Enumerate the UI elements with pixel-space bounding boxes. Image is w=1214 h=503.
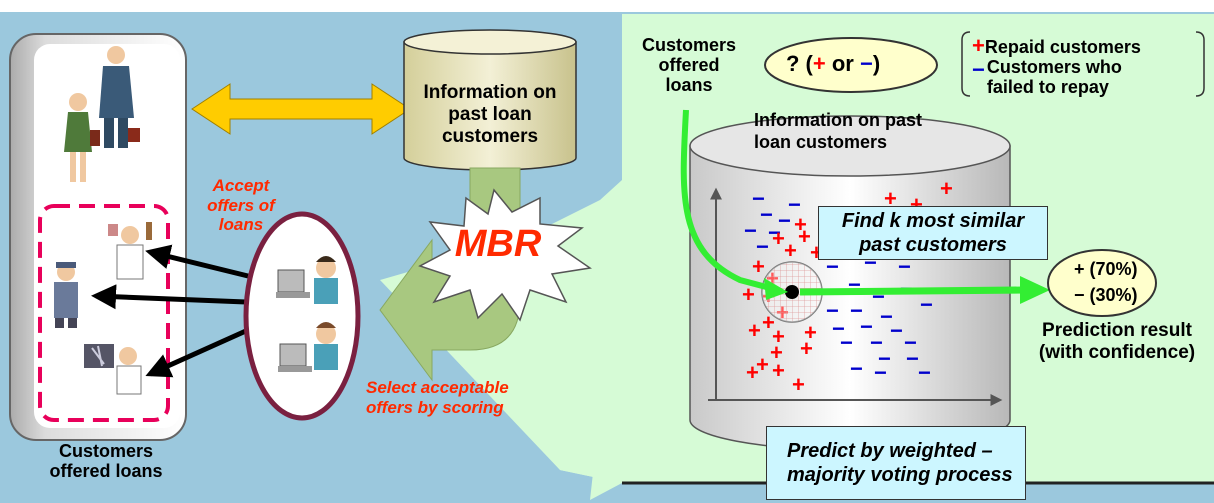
plus-mark: + (804, 320, 817, 345)
find-k-label: Find k most similar past customers (818, 206, 1048, 260)
query-minus: − (859, 51, 873, 76)
minus-mark: − (904, 330, 917, 355)
mbr-label: MBR (454, 223, 542, 265)
minus-mark: − (840, 330, 853, 355)
legend-minus-label: Customers who failed to repay (986, 57, 1122, 97)
legend-repaid: +Repaid customers (972, 33, 1202, 58)
legend-minus-symbol: − (972, 57, 985, 82)
minus-mark: − (744, 218, 757, 243)
minus-mark: − (878, 346, 891, 371)
plus-mark: + (784, 238, 797, 263)
minus-mark: − (752, 186, 765, 211)
plus-mark: + (884, 186, 897, 211)
db-label: Information on past loan customers (754, 110, 922, 152)
accepted-customers-box (38, 204, 170, 422)
query-close: ) (872, 51, 881, 76)
prediction-label: Prediction result (with confidence) (1038, 320, 1196, 363)
customers-offered-label: Customers offered loans (641, 35, 737, 95)
query-ellipse (764, 37, 938, 93)
minus-mark: − (918, 360, 931, 385)
plus-mark: + (772, 324, 785, 349)
minus-mark: − (906, 346, 919, 371)
minus-mark: − (760, 202, 773, 227)
minus-mark: − (788, 192, 801, 217)
prediction-ellipse (1047, 249, 1157, 317)
plus-mark: + (770, 340, 783, 365)
result-minus: − (30%) (1074, 285, 1138, 305)
chef-icon (108, 222, 152, 280)
prediction-arrow (799, 286, 1025, 296)
plus-mark: + (772, 358, 785, 383)
minus-mark: − (756, 234, 769, 259)
plus-mark: + (746, 360, 759, 385)
legend-plus-symbol: + (972, 33, 985, 58)
query-or: or (825, 51, 860, 76)
query-point (785, 285, 799, 299)
mechanic-icon (54, 262, 78, 328)
minus-mark: − (832, 316, 845, 341)
plus-mark: + (794, 212, 807, 237)
query-plus: + (812, 51, 826, 76)
minus-mark: − (874, 360, 887, 385)
minus-mark: − (826, 298, 839, 323)
plus-mark: + (748, 318, 761, 343)
past-loan-cylinder (403, 29, 577, 171)
left-customers-label: Customers offered loans (49, 441, 163, 481)
minus-mark: − (890, 318, 903, 343)
plus-mark: + (940, 176, 953, 201)
minus-mark: − (880, 304, 893, 329)
predict-voting-label: Predict by weighted – majority voting pr… (766, 426, 1026, 500)
minus-mark: − (850, 298, 863, 323)
plus-mark: + (762, 310, 775, 335)
select-offers-label: Select acceptable offers by scoring (366, 378, 509, 418)
operator-icon (276, 256, 338, 304)
accept-offers-label: Accept offers of loans (207, 176, 275, 235)
minus-mark: − (850, 356, 863, 381)
mbr-starburst (418, 188, 592, 322)
minus-mark: − (826, 254, 839, 279)
minus-mark: − (860, 314, 873, 339)
query-arrow (680, 109, 771, 291)
business-people-icon (64, 46, 140, 182)
legend-failed: −Customers who failed to repay (972, 57, 1202, 98)
plus-mark: + (752, 254, 765, 279)
plus-mark: + (772, 226, 785, 251)
legend-brackets (961, 31, 1205, 97)
plus-mark: + (798, 224, 811, 249)
query-open: ? ( (786, 51, 813, 76)
minus-mark: − (898, 254, 911, 279)
operator-icon-2 (278, 322, 338, 372)
legend-plus-label: Repaid customers (984, 37, 1141, 57)
doctor-icon (84, 344, 142, 395)
plus-mark: + (800, 336, 813, 361)
minus-mark: − (870, 330, 883, 355)
plus-mark: + (756, 352, 769, 377)
plus-mark: + (742, 282, 755, 307)
minus-mark: − (778, 208, 791, 233)
plus-mark: + (792, 372, 805, 397)
result-plus: + (70%) (1074, 259, 1138, 279)
scoring-oval (243, 211, 361, 421)
query-text: ? (+ or −) (786, 51, 926, 76)
info-cylinder-label: Information on past loan customers (423, 82, 557, 147)
minus-mark: − (920, 292, 933, 317)
minus-mark: − (768, 220, 781, 245)
